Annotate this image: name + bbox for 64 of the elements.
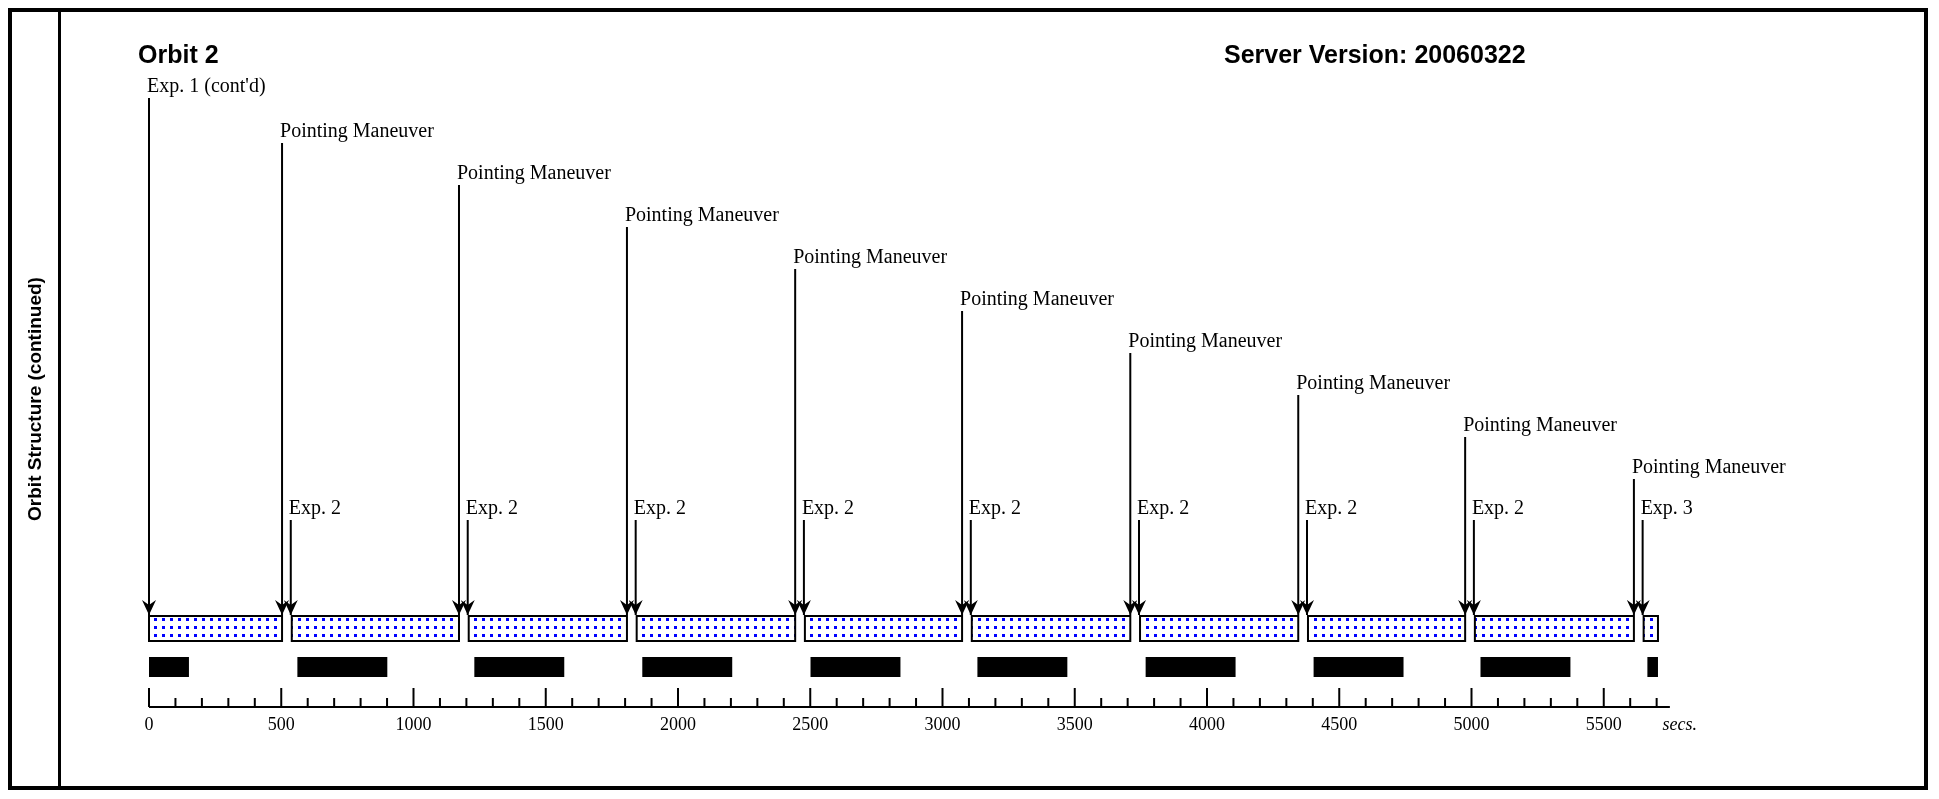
diagram-title: Orbit 2 bbox=[138, 40, 219, 68]
exposure-segment bbox=[1642, 615, 1659, 642]
arrow bbox=[1300, 519, 1314, 616]
arrow bbox=[1291, 394, 1306, 616]
arrow bbox=[1626, 478, 1641, 616]
arrow bbox=[1466, 519, 1481, 616]
event-label: Pointing Maneuver bbox=[280, 119, 434, 141]
tick-label: 5500 bbox=[1585, 714, 1622, 734]
arrow bbox=[788, 268, 803, 616]
exposure-segment bbox=[803, 615, 964, 642]
arrow bbox=[283, 519, 298, 616]
event-label: Exp. 1 (cont'd) bbox=[147, 74, 266, 96]
event-label: Exp. 2 bbox=[465, 496, 518, 518]
event-label: Exp. 2 bbox=[968, 496, 1021, 518]
arrow bbox=[955, 310, 970, 616]
event-label: Pointing Maneuver bbox=[624, 203, 779, 225]
tick-label: 5000 bbox=[1453, 714, 1490, 734]
tick-label: 3000 bbox=[924, 714, 961, 734]
tick-label: 2000 bbox=[660, 714, 696, 734]
event-label: Exp. 2 bbox=[801, 496, 855, 518]
tick-label: 3500 bbox=[1056, 714, 1093, 734]
tick-label: 1500 bbox=[527, 714, 564, 734]
arrow bbox=[275, 142, 290, 616]
event-label: Pointing Maneuver bbox=[793, 245, 948, 267]
version-label: Server Version: 20060322 bbox=[1224, 40, 1526, 68]
arrow bbox=[1458, 436, 1473, 616]
event-label: Pointing Maneuver bbox=[457, 161, 611, 183]
event-label: Exp. 2 bbox=[1471, 496, 1525, 518]
arrow bbox=[460, 519, 475, 616]
arrow bbox=[1635, 519, 1650, 616]
arrow bbox=[796, 519, 811, 616]
exposure-segment bbox=[1473, 615, 1635, 642]
exposure-segment bbox=[290, 615, 460, 642]
exposure-segment bbox=[635, 615, 797, 642]
event-label: Pointing Maneuver bbox=[1296, 371, 1451, 393]
band-title: Orbit Structure (continued) bbox=[24, 277, 46, 521]
event-label: Exp. 2 bbox=[1304, 496, 1358, 518]
tick-label: 4000 bbox=[1189, 714, 1225, 734]
event-label: Exp. 3 bbox=[1640, 496, 1693, 518]
exposure-segment bbox=[1139, 615, 1300, 642]
arrow bbox=[619, 226, 634, 616]
exposure-segment bbox=[467, 615, 628, 642]
arrow bbox=[142, 97, 156, 616]
tick-label: 2500 bbox=[792, 714, 829, 734]
event-label: Pointing Maneuver bbox=[960, 287, 1114, 309]
event-label: Exp. 2 bbox=[1137, 496, 1190, 518]
event-label: Pointing Maneuver bbox=[1128, 329, 1283, 351]
arrow bbox=[1123, 352, 1138, 616]
event-label: Pointing Maneuver bbox=[1631, 455, 1786, 477]
event-label: Exp. 2 bbox=[633, 496, 686, 518]
exposure-segment bbox=[970, 615, 1132, 642]
event-label: Pointing Maneuver bbox=[1463, 413, 1617, 435]
event-label: Exp. 2 bbox=[288, 496, 341, 518]
tick-label: 0 bbox=[144, 714, 154, 734]
arrow bbox=[628, 519, 643, 616]
exposure-segment bbox=[1307, 615, 1467, 642]
tick-label: 4500 bbox=[1321, 714, 1358, 734]
tick-label: 500 bbox=[267, 714, 295, 734]
tick-label: 1000 bbox=[395, 714, 432, 734]
axis-unit: secs. bbox=[1662, 714, 1697, 734]
arrow bbox=[452, 184, 466, 616]
exposure-segment bbox=[148, 615, 284, 642]
arrow bbox=[1132, 519, 1146, 616]
arrow bbox=[963, 519, 978, 616]
